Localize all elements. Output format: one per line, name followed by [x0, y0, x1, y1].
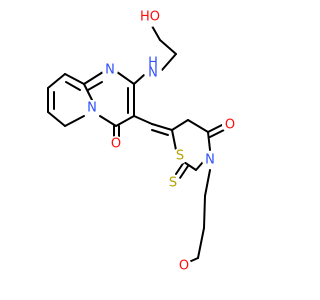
carbonyl-o2-text: O [225, 118, 235, 133]
pyrimidine-n-top-text: N [105, 63, 115, 78]
amine-nh-label: H N [144, 56, 162, 81]
thione-sulfur-text: S [169, 176, 177, 191]
carbonyl-o1-text: O [111, 137, 121, 152]
molecule-structure: HO H N N N O O S S [47, 7, 238, 274]
atom-labels: HO H N N N O O S S [84, 7, 238, 274]
ring-sulfur-label: S [172, 148, 188, 164]
ring-sulfur-text: S [176, 149, 184, 164]
bridgehead-n-label: N [84, 100, 100, 116]
hydroxyl-label: HO [140, 7, 160, 27]
bonds [47, 25, 225, 267]
hydroxyl-text: HO [140, 10, 160, 25]
methoxy-o-label: O [176, 258, 192, 274]
carbonyl-o1-label: O [108, 136, 124, 152]
pyrimidine-n-top-label: N [102, 62, 118, 78]
thiazolidine-n-text: N [205, 153, 215, 168]
thiazolidine-n-label: N [202, 152, 218, 168]
amine-n-text: N [148, 66, 158, 81]
amine-h-text: H [148, 56, 158, 71]
carbonyl-o2-label: O [222, 117, 238, 133]
bridgehead-n-text: N [87, 101, 97, 116]
methoxy-o-text: O [179, 259, 189, 274]
thione-sulfur-label: S [165, 175, 181, 191]
